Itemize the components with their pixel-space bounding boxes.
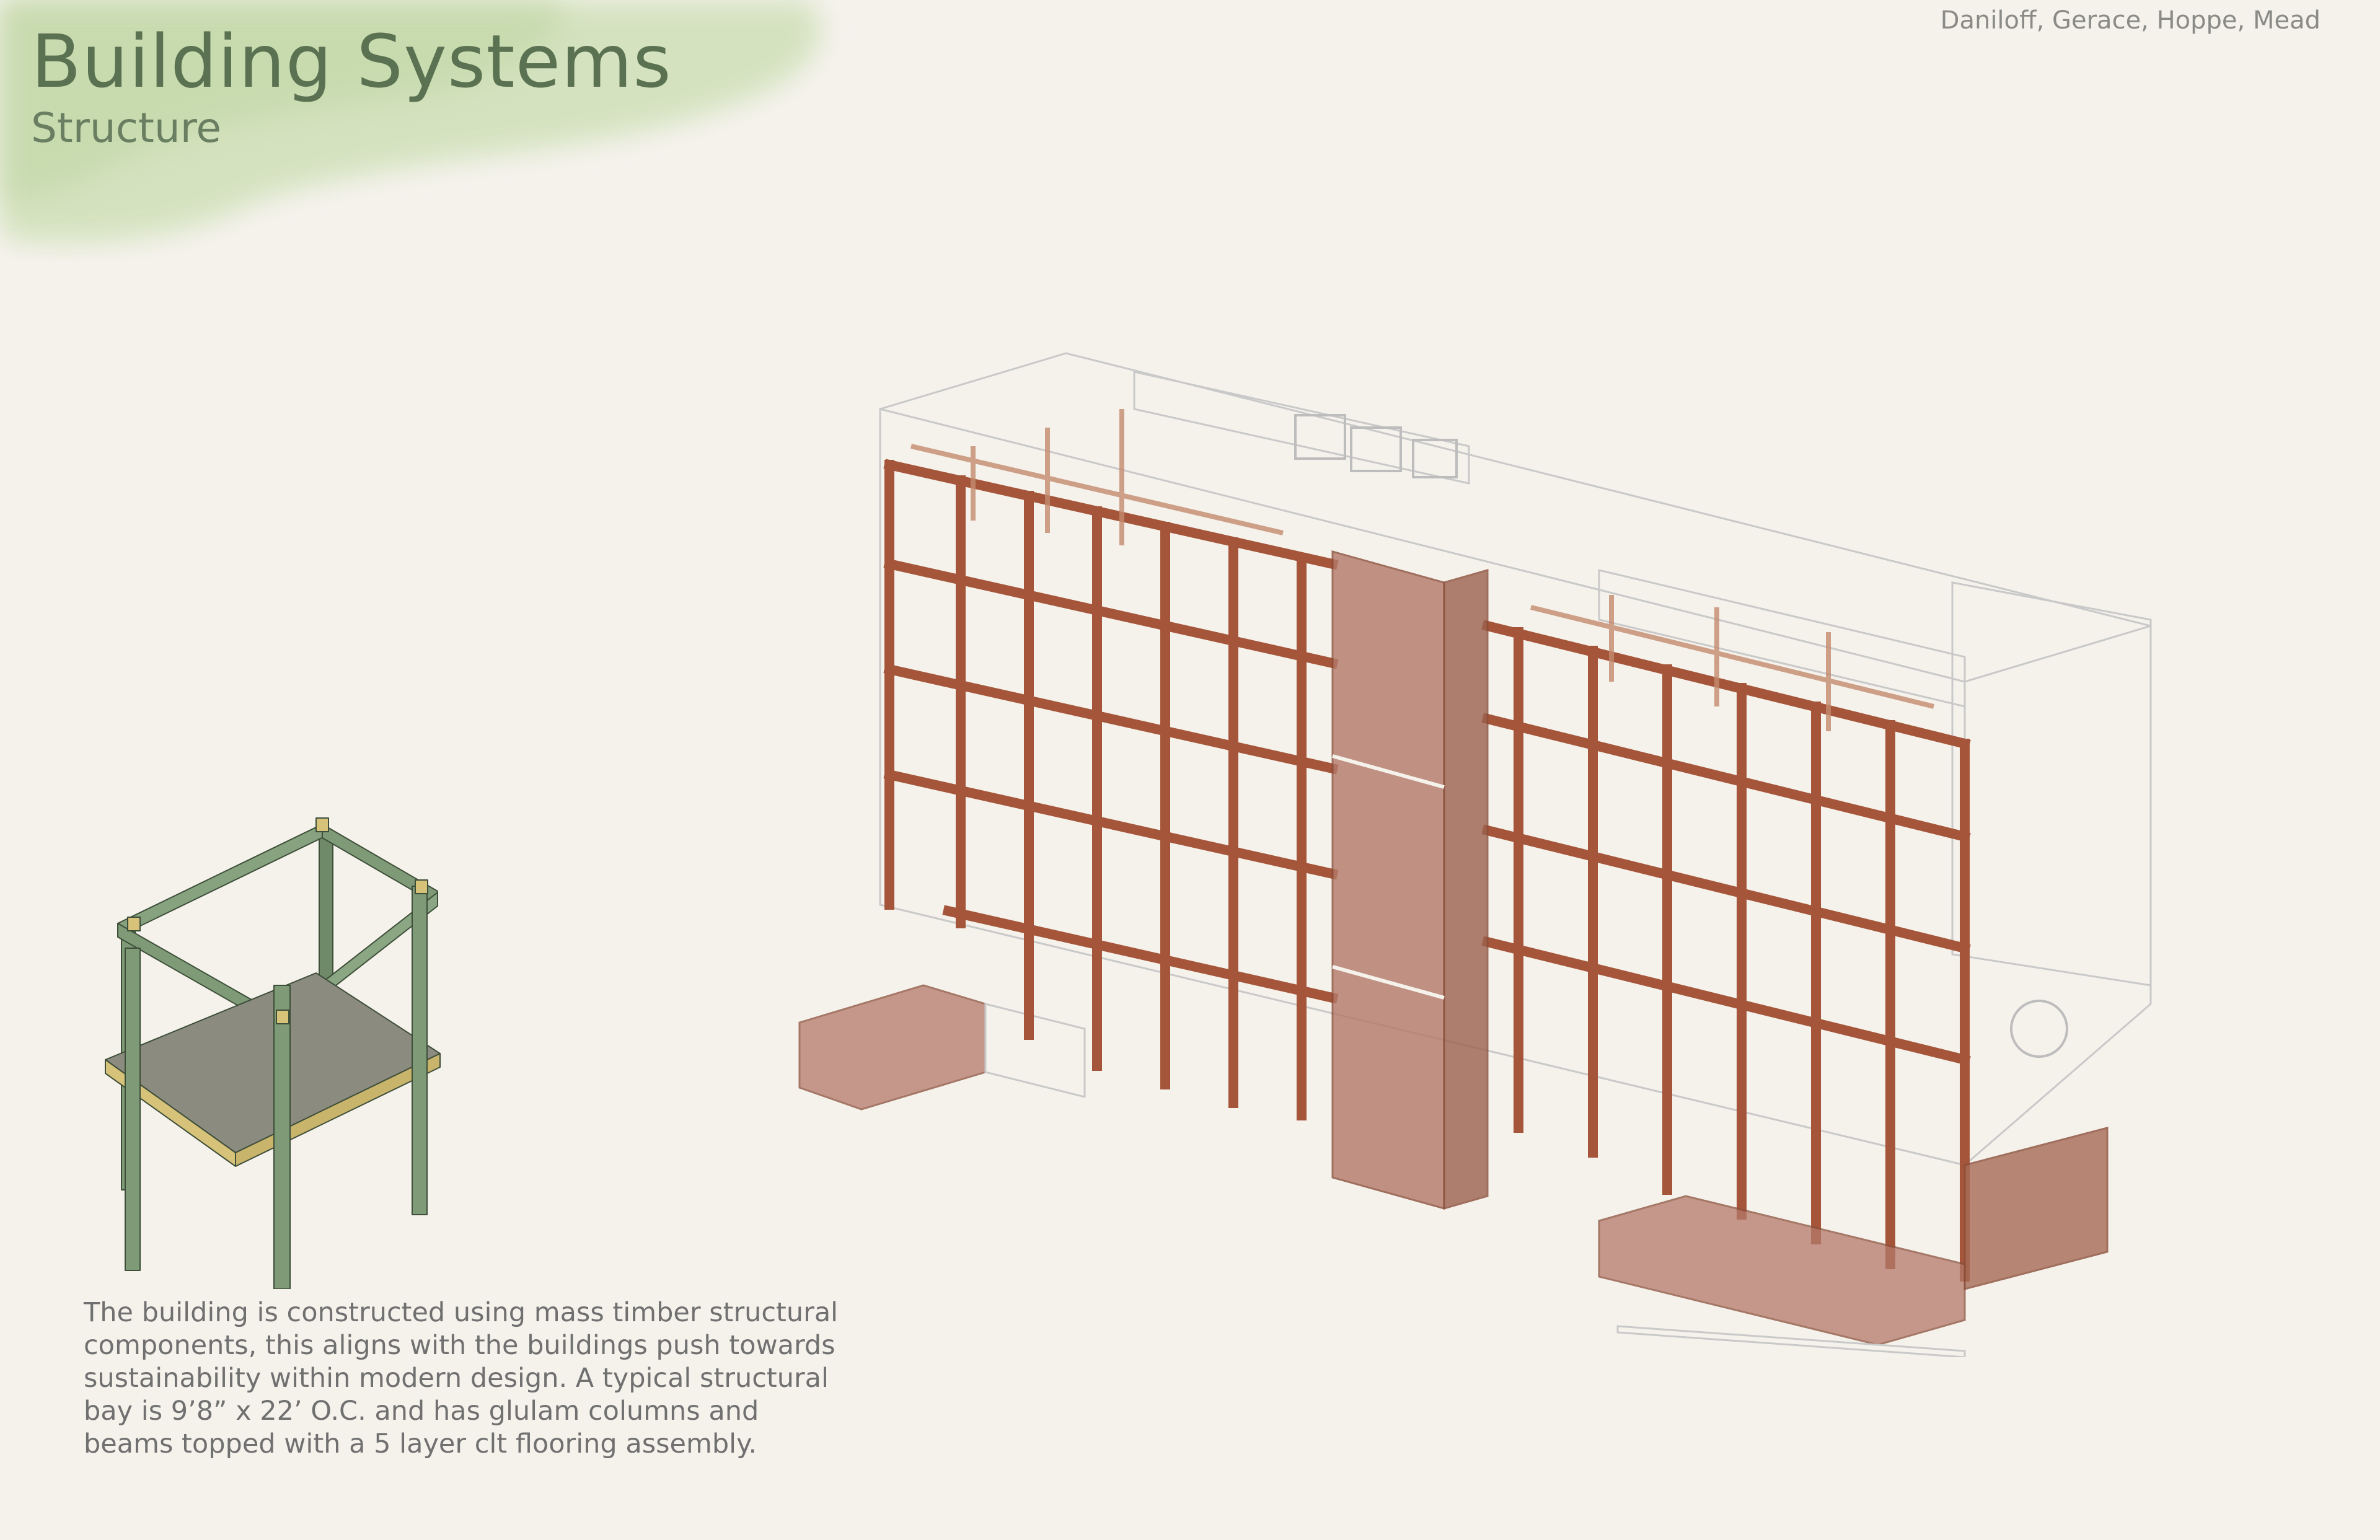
column-cap <box>276 1010 289 1024</box>
column-front-left <box>125 948 141 1271</box>
typical-structural-bay-axonometric <box>105 817 441 1289</box>
building-frame-icon <box>798 352 2152 1357</box>
podium-left <box>798 984 1086 1111</box>
stair-elevator-core <box>1331 550 1489 1210</box>
building-structure-axonometric <box>798 352 2152 1357</box>
column-cap <box>315 817 329 832</box>
column-cap <box>127 917 141 931</box>
floor-framing <box>910 409 1934 731</box>
structure-description: The building is constructed using mass t… <box>84 1297 839 1459</box>
page-subtitle: Structure <box>31 104 222 152</box>
page-title: Building Systems <box>31 19 672 104</box>
timber-frame-right-wing <box>1481 620 1971 1282</box>
column-front-mid <box>273 985 291 1289</box>
column-cap <box>415 879 428 894</box>
rooftop-equipment <box>1294 414 2068 1058</box>
beam-upper-back <box>117 824 335 931</box>
authors-credit: Daniloff, Gerace, Hoppe, Mead <box>1940 6 2320 35</box>
glulam-bay-icon <box>105 817 441 1289</box>
watercolor-wash <box>0 0 821 244</box>
timber-frame-left-wing <box>883 459 1339 1120</box>
clt-floor-top <box>105 972 441 1153</box>
podium-right <box>1598 1127 2109 1357</box>
column-front-right <box>412 886 428 1215</box>
